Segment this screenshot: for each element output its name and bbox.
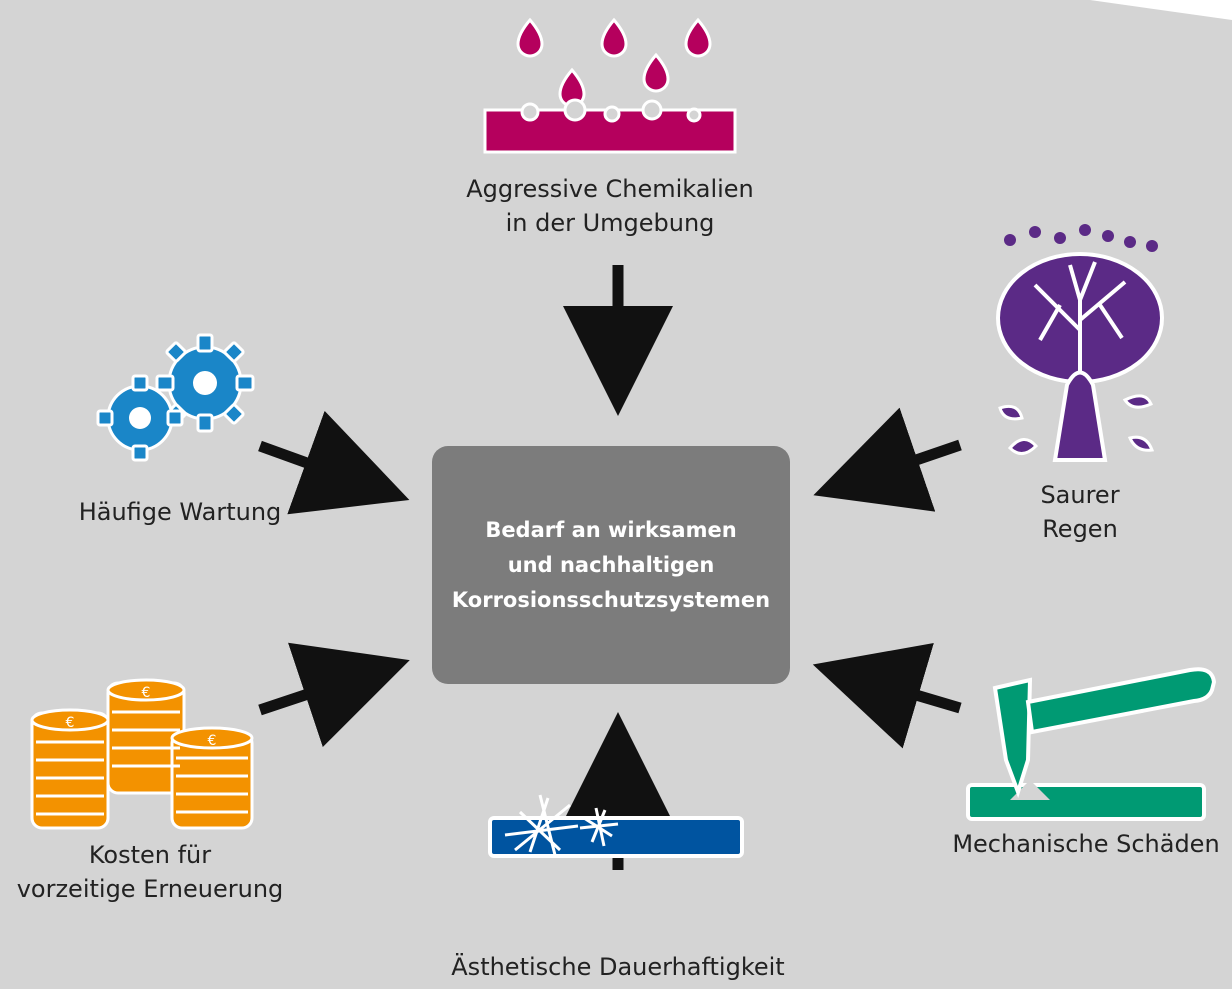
coin-symbol-2: €	[142, 685, 151, 701]
coin-symbol-1: €	[66, 715, 75, 731]
coin-symbol-3: €	[208, 733, 217, 749]
label-chemicals: Aggressive Chemikalien in der Umgebung	[466, 175, 754, 237]
chemical-drops-icon	[483, 17, 737, 154]
arrow-from-mechanical	[812, 642, 962, 749]
label-acid-rain: Saurer Regen	[1040, 481, 1120, 543]
gears-icon	[96, 333, 255, 462]
arrow-from-maintenance	[258, 410, 410, 515]
label-aesthetics: Ästhetische Dauerhaftigkeit	[451, 953, 785, 981]
scratched-surface-icon	[488, 794, 744, 858]
tree-acid-rain-icon	[996, 224, 1164, 462]
label-costs: Kosten für vorzeitige Erneuerung	[16, 841, 284, 903]
arrow-from-costs	[258, 642, 410, 748]
euro-coins-icon	[30, 678, 254, 830]
center-box: Bedarf an wirksamen und nachhaltigen Kor…	[432, 446, 790, 684]
center-title: Bedarf an wirksamen und nachhaltigen Kor…	[451, 517, 771, 612]
hammer-icon	[966, 667, 1217, 821]
label-maintenance: Häufige Wartung	[78, 498, 282, 526]
label-mechanical: Mechanische Schäden	[952, 830, 1220, 858]
arrow-from-acid-rain	[813, 407, 962, 512]
